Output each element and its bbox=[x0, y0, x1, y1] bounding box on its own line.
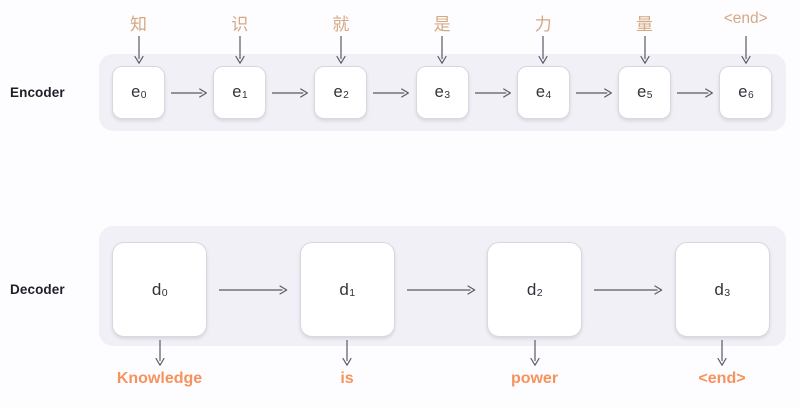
encoder-flow-arrow-0 bbox=[171, 87, 208, 98]
encoder-input-token-2: 就 bbox=[332, 15, 350, 34]
encoder-input-token-0: 知 bbox=[130, 15, 147, 34]
cell-base-label: e bbox=[637, 83, 647, 101]
encoder-input-arrow-5 bbox=[639, 36, 650, 64]
decoder-output-token-1: is bbox=[340, 370, 354, 387]
decoder-flow-arrow-1 bbox=[406, 284, 475, 295]
encoder-flow-arrow-4 bbox=[575, 87, 612, 98]
encoder-input-arrow-3 bbox=[437, 36, 447, 64]
encoder-input-arrow-6 bbox=[741, 36, 751, 64]
cell-base-label: e bbox=[434, 83, 444, 101]
encoder-input-arrow-1 bbox=[235, 36, 245, 64]
decoder-band bbox=[99, 226, 786, 346]
encoder-input-token-4: 力 bbox=[534, 15, 552, 34]
encoder-input-token-5: 量 bbox=[636, 15, 653, 34]
cell-index-label: 2 bbox=[536, 286, 543, 299]
cell-base-label: d bbox=[151, 279, 162, 299]
cell-base-label: d bbox=[526, 279, 537, 299]
decoder-output-token-3: <end> bbox=[698, 370, 746, 387]
decoder-output-arrow-1 bbox=[342, 340, 352, 366]
decoder-output-arrow-3 bbox=[717, 340, 727, 366]
cell-index-label: 1 bbox=[241, 90, 248, 101]
cell-index-label: 1 bbox=[349, 286, 356, 299]
cell-index-label: 3 bbox=[444, 90, 451, 101]
decoder-output-arrow-2 bbox=[529, 340, 540, 366]
cell-base-label: e bbox=[738, 83, 748, 101]
encoder-input-arrow-0 bbox=[133, 36, 144, 64]
encoder-row-label: Encoder bbox=[10, 85, 65, 100]
cell-index-label: 6 bbox=[747, 90, 754, 101]
encoder-input-token-3: 是 bbox=[433, 15, 451, 34]
cell-index-label: 0 bbox=[161, 286, 168, 299]
cell-index-label: 4 bbox=[545, 90, 552, 101]
cell-base-label: e bbox=[535, 83, 546, 101]
encoder-input-token-6: <end> bbox=[723, 10, 768, 27]
encoder-flow-arrow-1 bbox=[272, 87, 309, 98]
cell-index-label: 2 bbox=[343, 90, 349, 101]
encoder-input-token-1: 识 bbox=[231, 15, 249, 34]
cell-base-label: e bbox=[232, 83, 242, 101]
encoder-flow-arrow-3 bbox=[474, 87, 511, 98]
encoder-flow-arrow-2 bbox=[373, 87, 410, 98]
cell-index-label: 5 bbox=[646, 90, 653, 101]
cell-index-label: 3 bbox=[724, 286, 731, 299]
cell-base-label: e bbox=[333, 83, 343, 101]
encoder-input-arrow-2 bbox=[336, 36, 346, 64]
decoder-row-label: Decoder bbox=[10, 282, 65, 297]
cell-base-label: d bbox=[339, 279, 349, 299]
cell-index-label: 0 bbox=[140, 90, 147, 101]
cell-base-label: d bbox=[714, 279, 724, 299]
cell-base-label: e bbox=[131, 83, 141, 101]
decoder-output-arrow-0 bbox=[154, 340, 165, 366]
encoder-flow-arrow-5 bbox=[677, 87, 714, 98]
decoder-output-token-0: Knowledge bbox=[116, 370, 203, 387]
decoder-output-token-2: power bbox=[510, 370, 559, 387]
decoder-flow-arrow-0 bbox=[219, 284, 288, 295]
encoder-input-arrow-4 bbox=[538, 36, 548, 64]
decoder-flow-arrow-2 bbox=[594, 284, 663, 295]
